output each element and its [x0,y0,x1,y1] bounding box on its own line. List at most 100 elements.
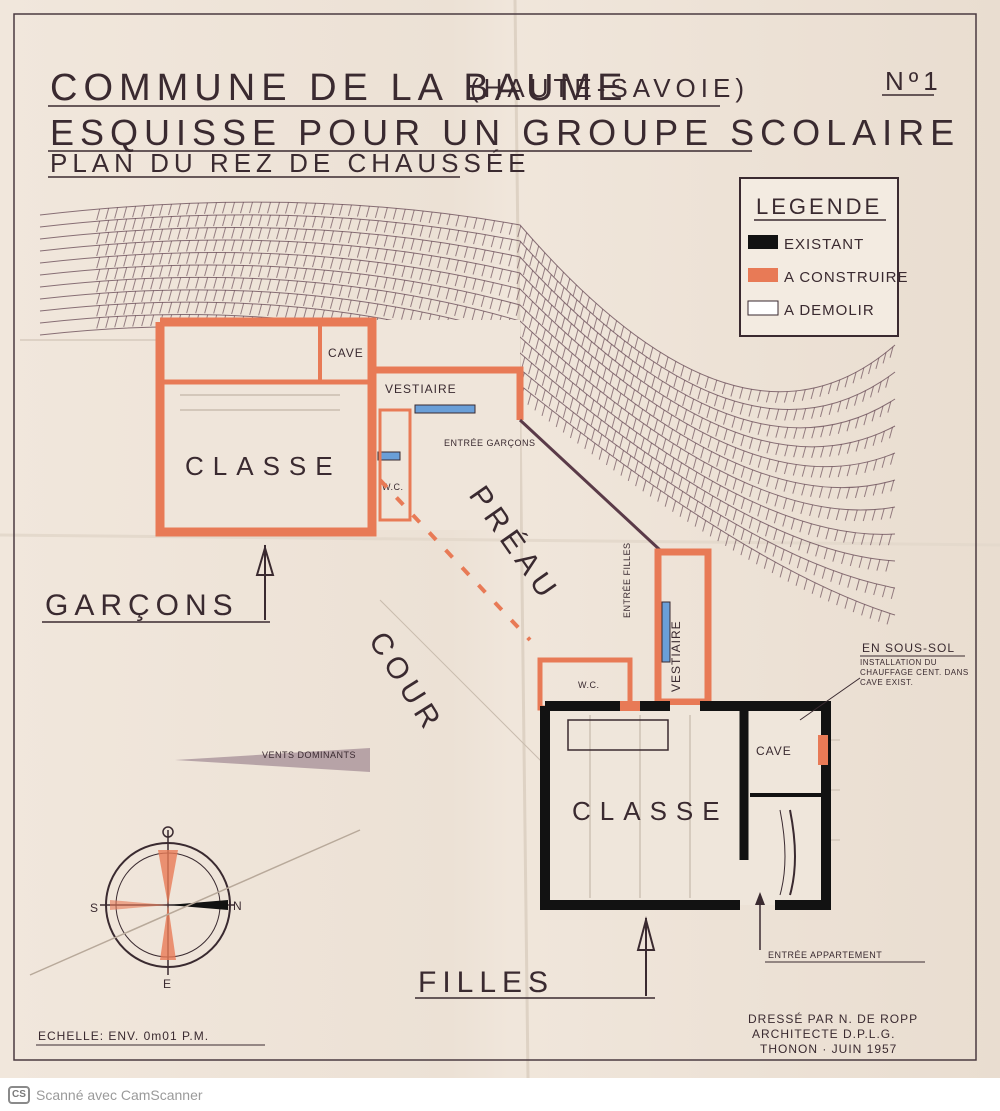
title-line-2: ESQUISSE POUR UN GROUPE SCOLAIRE [50,112,960,153]
contour-hatch [721,382,726,395]
contour-hatch [740,466,745,478]
contour-hatch [195,264,200,277]
contour-hatch [522,310,527,322]
contour-hatch [561,317,566,329]
contour-hatch [446,243,451,255]
contour-hatch [773,528,778,541]
contour-hatch [419,283,424,295]
contour-hatch [186,265,191,277]
contour-hatch [365,219,370,232]
contour-hatch [686,481,691,494]
contour-hatch [731,432,736,444]
contour-hatch [665,371,670,383]
contour-hatch [548,304,553,317]
contour-hatch [809,504,814,517]
contour-hatch [749,437,753,449]
contour-hatch [276,305,281,317]
contour-hatch [329,284,334,296]
contour-hatch [213,214,218,227]
contour-hatch [604,410,609,423]
contour-hatch [320,283,325,295]
contour-hatch [240,277,245,290]
contour-hatch [276,240,281,253]
contour-hatch [535,245,540,258]
compass-s: S [90,901,99,915]
contour-hatch [356,205,361,217]
contour-hatch [401,251,406,263]
contour-hatch [601,338,605,350]
contour-hatch [739,387,744,399]
contour-hatch [827,590,832,602]
contour-hatch [614,349,619,361]
contour-hatch [562,391,567,404]
contour-hatch [555,415,560,428]
contour-hatch [267,304,272,317]
contour-hatch [886,613,891,625]
contour-hatch [418,297,423,309]
contour-hatch [774,495,779,507]
contour-hatch [329,297,334,309]
credit-line-3: THONON · JUIN 1957 [760,1042,897,1056]
contour-hatch [231,239,236,252]
contour-hatch [615,364,620,376]
contour-hatch [724,489,729,501]
contour-hatch [480,295,485,308]
contour-hatch [96,232,101,245]
contour-hatch [749,453,754,466]
contour-hatch [294,293,299,306]
contour-hatch [410,267,415,279]
contour-hatch [522,279,527,291]
contour-hatch [827,382,832,395]
contour-hatch [566,278,571,290]
contour-hatch [757,407,762,419]
contour-hatch [548,335,553,347]
contour-hatch [731,416,736,428]
contour-hatch [329,217,334,229]
contour-hatch [722,398,727,410]
contour-hatch [837,465,842,478]
contour-hatch [472,293,476,306]
contour-hatch [312,216,316,228]
contour-hatch [595,361,600,374]
contour-hatch [714,410,719,422]
contour-hatch [231,302,236,315]
contour-hatch [141,217,146,229]
contour-hatch [159,290,164,302]
contour-hatch [392,264,397,276]
contour-hatch [841,552,846,565]
contour-hatch [481,249,486,262]
contour-hatch [541,404,546,417]
contour-hatch [374,220,379,232]
contour-hatch [562,421,567,433]
contour-hatch [844,509,849,521]
contour-hatch [781,532,786,544]
contour-hatch [231,252,236,264]
contour-hatch [757,472,762,485]
contour-hatch [338,271,343,284]
contour-hatch [663,467,668,479]
contour-hatch [774,478,779,490]
contour-hatch [383,305,388,317]
contour-hatch [437,242,442,254]
contour-hatch [267,253,272,265]
contour-hatch [587,326,592,338]
contour-hatch [789,535,794,548]
contour-hatch [506,302,511,314]
contour-hatch [766,475,771,487]
contour-hatch [303,281,307,293]
contour-hatch [401,308,405,320]
credit-line-2: ARCHITECTE D.P.L.G. [752,1027,895,1041]
contour-hatch [454,289,459,302]
contour-hatch [567,323,572,335]
contour-hatch [677,448,682,460]
contour-hatch [724,459,729,471]
contour-hatch [622,355,627,367]
contour-hatch [641,342,646,354]
contour-hatch [141,278,146,290]
contour-hatch [836,593,841,606]
contour-hatch [877,381,882,393]
contour-hatch [588,356,593,368]
contour-hatch [535,353,540,365]
contour-hatch [96,269,101,281]
contour-hatch [715,440,720,452]
